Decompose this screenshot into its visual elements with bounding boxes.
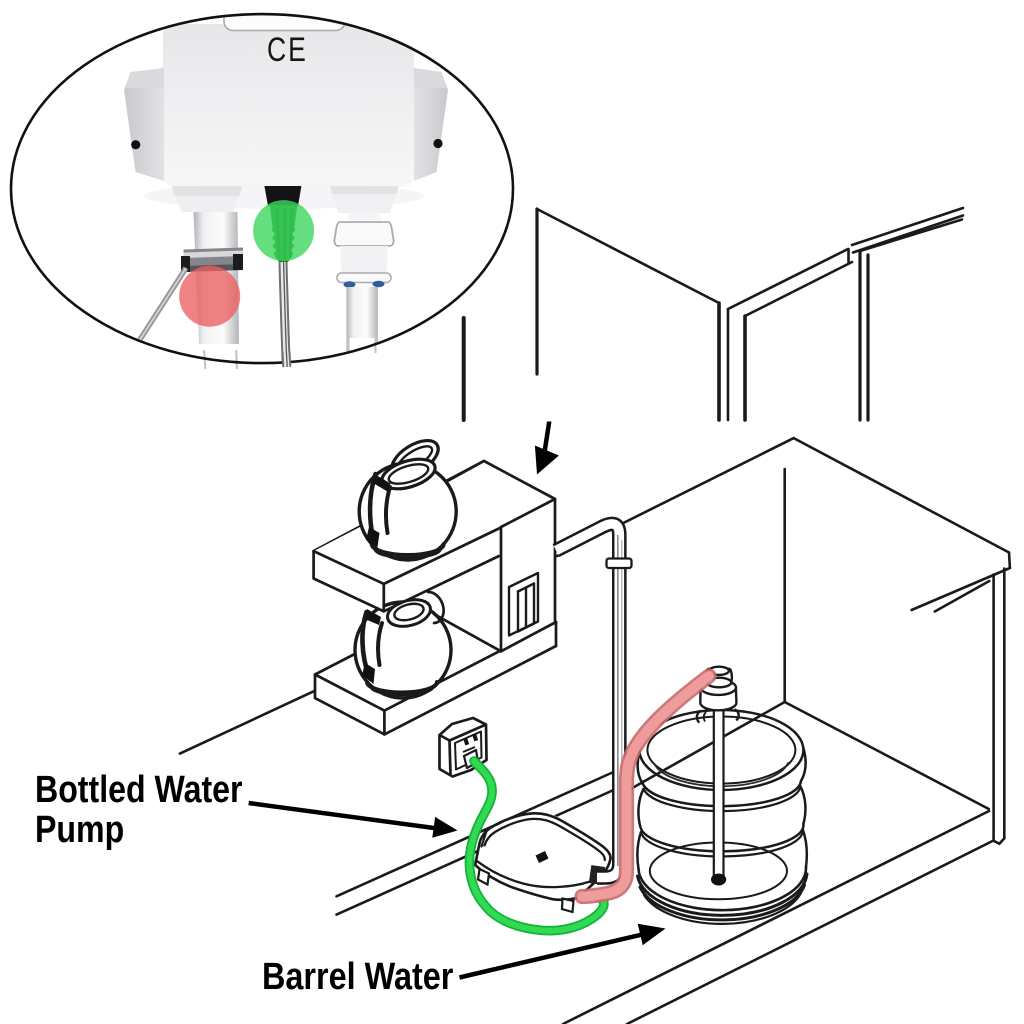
svg-text:CE: CE [267, 31, 308, 69]
